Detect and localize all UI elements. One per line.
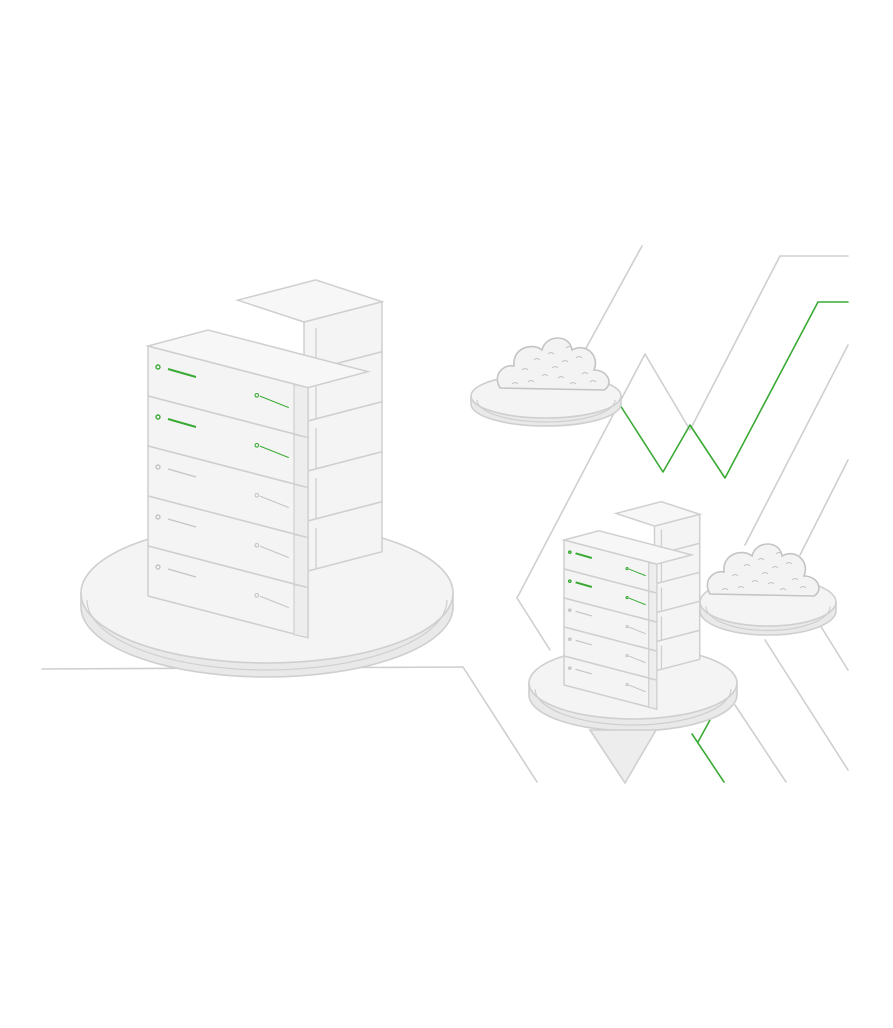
rack-unit [147, 445, 309, 539]
port-icon [625, 624, 629, 629]
rack-side-top [613, 500, 703, 527]
rack-top [145, 329, 371, 389]
connection-line-3 [516, 255, 849, 599]
connection-line-active-2 [697, 719, 711, 743]
status-led-icon [567, 608, 572, 613]
activity-bar [575, 639, 593, 646]
connection-line-8 [764, 639, 849, 771]
rack-unit [147, 545, 309, 639]
activity-bar [575, 668, 593, 675]
connection-line-6 [799, 459, 849, 556]
connection-line-active-3 [691, 733, 725, 783]
activity-bar [575, 581, 593, 588]
port-icon [254, 442, 260, 448]
activity-bar [575, 610, 593, 617]
rack-unit [563, 626, 658, 682]
platform-pin-icon [588, 729, 658, 785]
port-icon [625, 682, 629, 687]
status-led-icon [155, 414, 161, 420]
activity-bar [575, 552, 593, 559]
platform-disc-cloud-right-rim [705, 606, 831, 632]
activity-bar [167, 518, 197, 528]
cloud-right [706, 543, 820, 597]
activity-bar [167, 418, 197, 428]
status-led-icon [567, 637, 572, 642]
activity-bar [167, 468, 197, 478]
connection-line-5 [744, 344, 849, 546]
rack-side-top [235, 279, 385, 323]
status-led-icon [567, 550, 572, 555]
status-led-icon [567, 666, 572, 671]
status-led-icon [155, 364, 161, 370]
status-led-icon [567, 579, 572, 584]
platform-disc-cloud-left-rim [476, 399, 616, 423]
port-icon [254, 492, 260, 498]
port-icon [625, 595, 629, 600]
activity-bar [167, 368, 197, 378]
platform-disc-small-rim [534, 688, 732, 726]
port-icon [254, 592, 260, 598]
connection-line-1 [41, 666, 538, 783]
status-led-icon [155, 464, 161, 470]
port-icon [254, 392, 260, 398]
port-icon [625, 566, 629, 571]
connection-lines [41, 245, 849, 783]
cloud-left-outline [496, 337, 610, 391]
port-icon [625, 653, 629, 658]
connection-line-4 [516, 597, 551, 651]
cloud-right-outline [706, 543, 820, 597]
port-icon [254, 542, 260, 548]
connection-line-7 [819, 624, 849, 671]
rack-unit [563, 597, 658, 653]
status-led-icon [155, 564, 161, 570]
connection-line-2 [584, 245, 643, 351]
platform-disc-large-rim [86, 599, 448, 671]
activity-bar [167, 568, 197, 578]
connection-line-9 [734, 704, 787, 783]
connection-line-active-1 [619, 301, 849, 479]
status-led-icon [155, 514, 161, 520]
rack-unit [563, 655, 658, 711]
rack-top [561, 529, 695, 565]
rack-large [145, 279, 385, 639]
objects [145, 279, 820, 711]
rack-small [561, 500, 703, 711]
cloud-left [496, 337, 610, 391]
